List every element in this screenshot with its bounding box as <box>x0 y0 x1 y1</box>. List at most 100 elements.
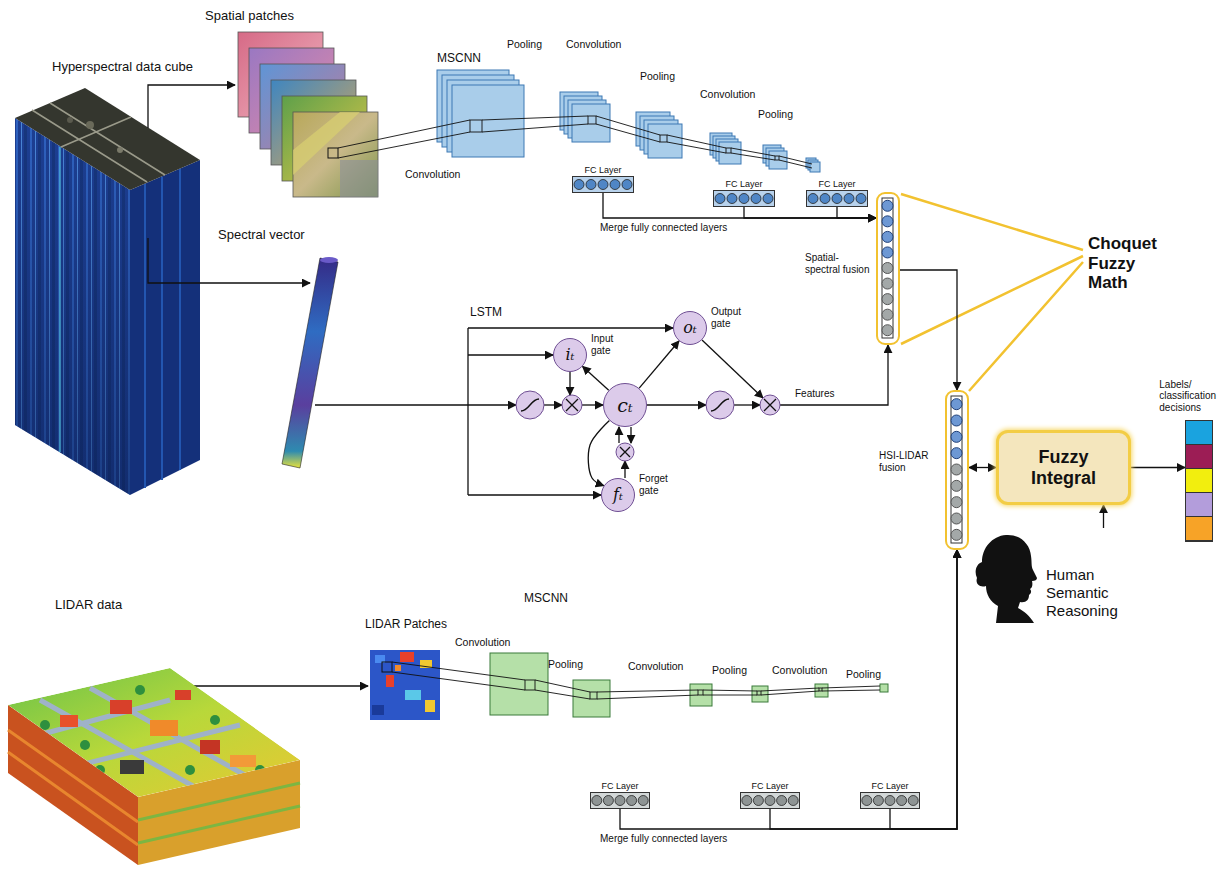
lstm-wire <box>582 404 603 405</box>
feature-cell <box>882 325 893 336</box>
neuron <box>627 796 637 806</box>
feature-column <box>947 392 966 547</box>
label-holder: Convolution <box>700 88 755 100</box>
lstm-gate: cₜ <box>603 383 647 427</box>
lidar-patch <box>395 665 401 671</box>
cnn-layer-stack <box>648 124 682 158</box>
neuron <box>622 180 632 190</box>
node-label: Output gate <box>711 306 741 329</box>
part-label: Spatial patches <box>205 8 294 23</box>
lidar-scene <box>210 715 220 725</box>
neuron <box>885 796 895 806</box>
feature-frame <box>951 396 962 543</box>
hyperspectral-cube <box>117 147 123 153</box>
neuron <box>715 194 725 204</box>
choquet-leader <box>901 194 1083 391</box>
connector-arrow <box>770 550 957 829</box>
feature-cell <box>882 231 893 242</box>
neuron-row <box>807 191 867 206</box>
part-label: Pooling <box>640 70 675 82</box>
node-label: FC Layer <box>584 165 621 175</box>
node-label: Input gate <box>591 333 613 356</box>
neuron-row <box>591 793 649 808</box>
neuron <box>820 194 830 204</box>
neuron <box>897 796 907 806</box>
spectral-vector <box>282 257 338 468</box>
neuron <box>763 194 773 204</box>
cnn-layer-stack <box>769 151 787 169</box>
label-holder: Spatial-spectral fusion <box>805 252 872 275</box>
part-label: MSCNN <box>524 591 568 605</box>
lstm-wire <box>468 327 673 328</box>
label-holder: Pooling <box>758 108 793 120</box>
neuron <box>753 796 763 806</box>
label-holder: Merge fully connected layers <box>600 222 727 234</box>
node-label: Human Semantic Reasoning <box>1046 566 1118 619</box>
node-label: Fuzzy Integral <box>1031 447 1096 488</box>
hyperspectral-cube <box>130 160 200 495</box>
neuron <box>742 796 752 806</box>
part-label: Pooling <box>712 664 747 676</box>
lidar-patch <box>370 650 440 720</box>
label-holder: Pooling <box>640 70 675 82</box>
cnn-layer <box>525 680 535 690</box>
neuron <box>638 796 648 806</box>
lstm-gate: iₜInput gate <box>553 338 587 372</box>
spatial-patch <box>340 160 378 197</box>
fc-layer: FC Layer <box>713 190 775 207</box>
lidar-scene <box>40 685 265 775</box>
lidar-scene <box>150 720 178 736</box>
label-holder: Hyperspectral data cube <box>52 60 193 75</box>
lidar-patch <box>370 650 440 720</box>
fc-layer: FC Layer <box>740 792 800 809</box>
label-holder: LSTM <box>470 306 502 320</box>
node-label: HSI-LIDAR fusion <box>879 450 928 473</box>
neuron <box>751 194 761 204</box>
neuron <box>586 180 596 190</box>
neuron-row <box>741 793 799 808</box>
feature-cell <box>951 448 962 459</box>
lidar-patch <box>425 700 435 712</box>
spectral-vector <box>282 258 338 468</box>
label-holder: Choquet Fuzzy Math <box>1088 234 1157 293</box>
hyperspectral-cube <box>145 169 180 488</box>
feature-cell <box>951 529 962 540</box>
feature-cell <box>882 263 893 274</box>
neuron <box>592 796 602 806</box>
label-holder: FC Layer <box>584 165 621 175</box>
lidar-scene <box>80 740 90 750</box>
lstm-wire <box>618 427 619 443</box>
lstm-wire <box>569 372 570 395</box>
neuron <box>615 796 625 806</box>
label-holder: Spatial patches <box>205 9 294 24</box>
neuron <box>873 796 883 806</box>
node-label: Spatial-spectral fusion <box>805 252 869 275</box>
part-label: Convolution <box>405 168 460 180</box>
label-holder: LIDAR Patches <box>365 618 447 632</box>
cnn-layer <box>819 688 822 691</box>
lstm-wire <box>624 461 625 478</box>
lidar-scene <box>175 690 191 700</box>
fuzzy-integral-box: Fuzzy Integral <box>996 430 1131 505</box>
part-label: Pooling <box>758 108 793 120</box>
neuron <box>739 194 749 204</box>
lstm-wire <box>780 345 888 405</box>
part-label: Merge fully connected layers <box>600 833 727 844</box>
node-label: FC Layer <box>871 781 908 791</box>
part-label: Pooling <box>846 668 881 680</box>
lidar-scene <box>255 765 265 775</box>
label-holder: HSI-LIDAR fusion <box>879 450 941 473</box>
neuron-row <box>714 191 774 206</box>
class-color-cell <box>1186 469 1212 493</box>
hyperspectral-cube <box>15 88 200 495</box>
part-label: LIDAR Patches <box>365 617 447 631</box>
fc-layer: FC Layer <box>806 190 868 207</box>
connector-arrow <box>620 550 957 829</box>
lstm-wire <box>702 340 763 398</box>
hyperspectral-cube <box>67 117 73 123</box>
fc-layer: FC Layer <box>572 176 634 193</box>
neuron <box>765 796 775 806</box>
node-label: FC Layer <box>818 179 855 189</box>
lidar-patch <box>400 652 414 662</box>
connector-arrow <box>969 467 996 468</box>
